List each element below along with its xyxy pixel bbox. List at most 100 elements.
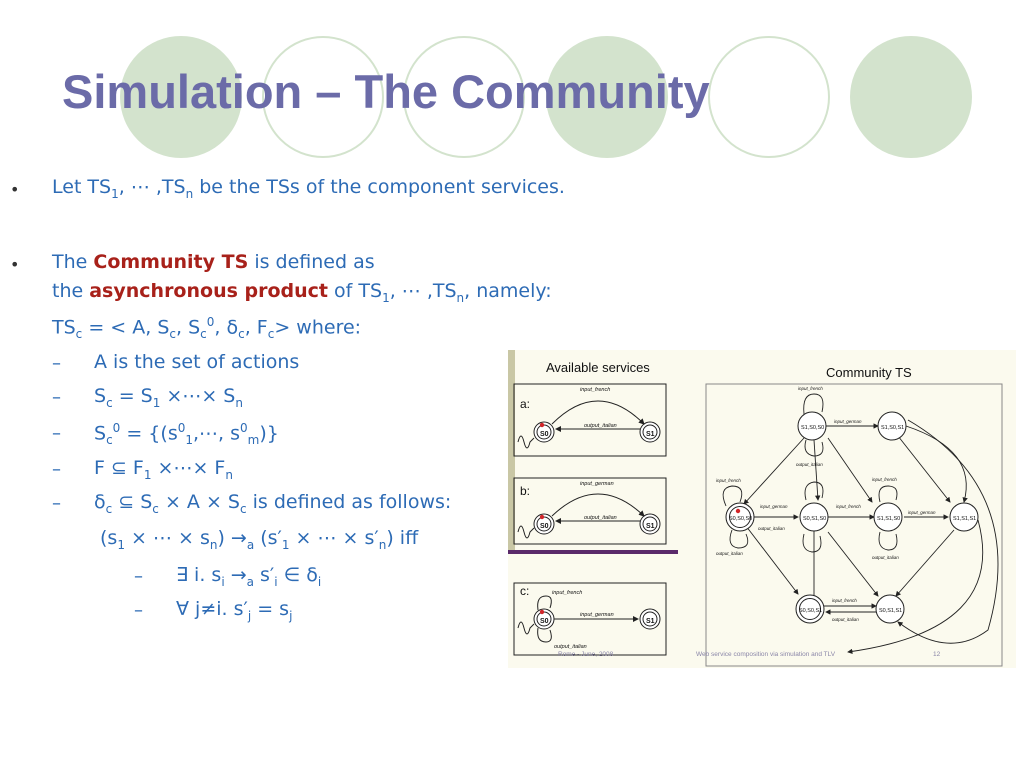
service-b-label: b: (520, 484, 530, 498)
action-label: input_german (580, 481, 614, 487)
initial-state-dot (735, 508, 741, 514)
service-a-state-s1-inner (642, 424, 658, 440)
community-state-3: S0,S0,S0 (725, 502, 755, 532)
initial-squiggle (517, 435, 535, 449)
community-state-1: S1,S0,S0 (797, 411, 827, 441)
community-state-7: S0,S0,S1 (795, 594, 825, 624)
action-label: output_italian (716, 551, 743, 556)
action-label: input_french (580, 387, 610, 393)
def-actions: A is the set of actions (94, 351, 300, 373)
community-ts-figure: Available services Community TS a: S0 S1… (508, 350, 1016, 668)
action-label: input_french (832, 598, 857, 603)
dash-marker: – (134, 566, 143, 587)
action-label: output_italian (554, 644, 587, 650)
dash-marker: – (52, 387, 61, 408)
community-state-label: S0,S0,S0 (729, 516, 752, 522)
def-final-states: F ⊆ F1 ×⋯× Fn (94, 457, 233, 482)
community-ts-frame (705, 383, 1003, 667)
community-state-label: S0,S1,S0 (803, 516, 826, 522)
action-label: input_german (834, 419, 862, 424)
dash-marker: – (52, 423, 61, 444)
community-state-2: S1,S0,S1 (877, 411, 907, 441)
community-state-5: S1,S1,S0 (873, 502, 903, 532)
figure-sidebar (508, 350, 515, 550)
state-label: S1 (646, 618, 655, 625)
initial-squiggle (517, 525, 535, 539)
state-label: S1 (646, 523, 655, 530)
community-state-label: S1,S1,S1 (953, 516, 976, 522)
available-services-title: Available services (546, 360, 650, 375)
community-edges (743, 419, 999, 655)
state-label: S1 (646, 431, 655, 438)
footer-left: Rome - June, 2008 (558, 651, 614, 658)
service-a-box (513, 383, 667, 457)
decor-circle-4 (546, 36, 668, 158)
action-label: input_french (872, 477, 897, 482)
dash-marker: – (52, 493, 61, 514)
figure-divider (508, 550, 678, 554)
action-label: input_german (580, 612, 614, 618)
service-c-box (513, 582, 667, 656)
community-action-labels: input_french input_german output_italian… (716, 386, 936, 622)
bullet-community-line2: the asynchronous product of TS1, ⋯ ,TSn,… (52, 280, 552, 305)
state-label: S0 (540, 523, 549, 530)
bullet-community-line1: The Community TS is defined as (52, 251, 375, 273)
community-self-loops (722, 393, 898, 553)
decor-circle-1 (120, 36, 242, 158)
action-label: output_italian (584, 515, 617, 521)
decor-circle-3 (403, 36, 525, 158)
def-transition-rule: (s1 × ⋯ × sn) →a (s′1 × ⋯ × s′n) iff (100, 527, 419, 552)
dash-marker: – (134, 600, 143, 621)
bullet-marker: • (10, 180, 20, 199)
footer-page-number: 12 (933, 651, 941, 658)
community-state-label: S1,S0,S0 (801, 425, 824, 431)
decor-circle-2 (262, 36, 384, 158)
action-label: output_italian (796, 462, 823, 467)
community-state-label: S1,S0,S1 (881, 425, 904, 431)
cond-forall: ∀ j≠i. s′j = sj (176, 598, 293, 623)
initial-state-dot (539, 422, 545, 428)
action-label: input_german (760, 504, 788, 509)
service-b-box (513, 477, 667, 545)
bullet-ts-intro: Let TS1, ⋯ ,TSn be the TSs of the compon… (52, 176, 565, 201)
dash-marker: – (52, 353, 61, 374)
footer-center: Web service composition via simulation a… (696, 651, 836, 658)
action-label: output_italian (872, 555, 899, 560)
community-state-6: S1,S1,S1 (949, 502, 979, 532)
community-state-8: S0,S1,S1 (875, 594, 905, 624)
dash-marker: – (52, 459, 61, 480)
community-state-label: S0,S1,S1 (879, 608, 902, 614)
service-b-state-s1-inner (642, 516, 658, 532)
action-label: output_italian (832, 617, 859, 622)
service-a-label: a: (520, 397, 530, 411)
def-states: Sc = S1 ×⋯× Sn (94, 385, 243, 410)
action-label: input_french (552, 590, 582, 596)
bullet-marker: • (10, 255, 20, 274)
decor-circle-5 (708, 36, 830, 158)
initial-state-dot (539, 609, 545, 615)
state-label: S0 (540, 618, 549, 625)
transition-arrow (551, 493, 645, 517)
community-ts-title: Community TS (826, 365, 912, 380)
community-ts-definition: TSc = < A, Sc, Sc0, δc, Fc> where: (52, 315, 362, 342)
initial-state-dot (539, 514, 545, 520)
service-c-state-s1-inner (642, 611, 658, 627)
initial-squiggle (517, 621, 535, 635)
community-state-label: S0,S0,S1 (799, 608, 822, 614)
transition-arrow (551, 400, 645, 425)
figure-diagram: Available services Community TS a: S0 S1… (508, 350, 1003, 667)
action-label: input_french (836, 504, 861, 509)
slide-title: Simulation – The Community (62, 65, 710, 118)
action-label: input_french (716, 478, 741, 483)
decor-circle-6 (850, 36, 972, 158)
self-loop (537, 595, 552, 611)
state-label: S0 (540, 431, 549, 438)
service-c-label: c: (520, 584, 529, 598)
def-initial-states: Sc0 = {(s01,⋯, s0m)} (94, 421, 279, 448)
action-label: output_italian (758, 526, 785, 531)
self-loop (537, 627, 552, 643)
action-label: input_german (908, 510, 936, 515)
def-transition-relation: δc ⊆ Sc × A × Sc is defined as follows: (94, 491, 452, 516)
action-label: output_italian (584, 423, 617, 429)
action-label: input_french (798, 386, 823, 391)
